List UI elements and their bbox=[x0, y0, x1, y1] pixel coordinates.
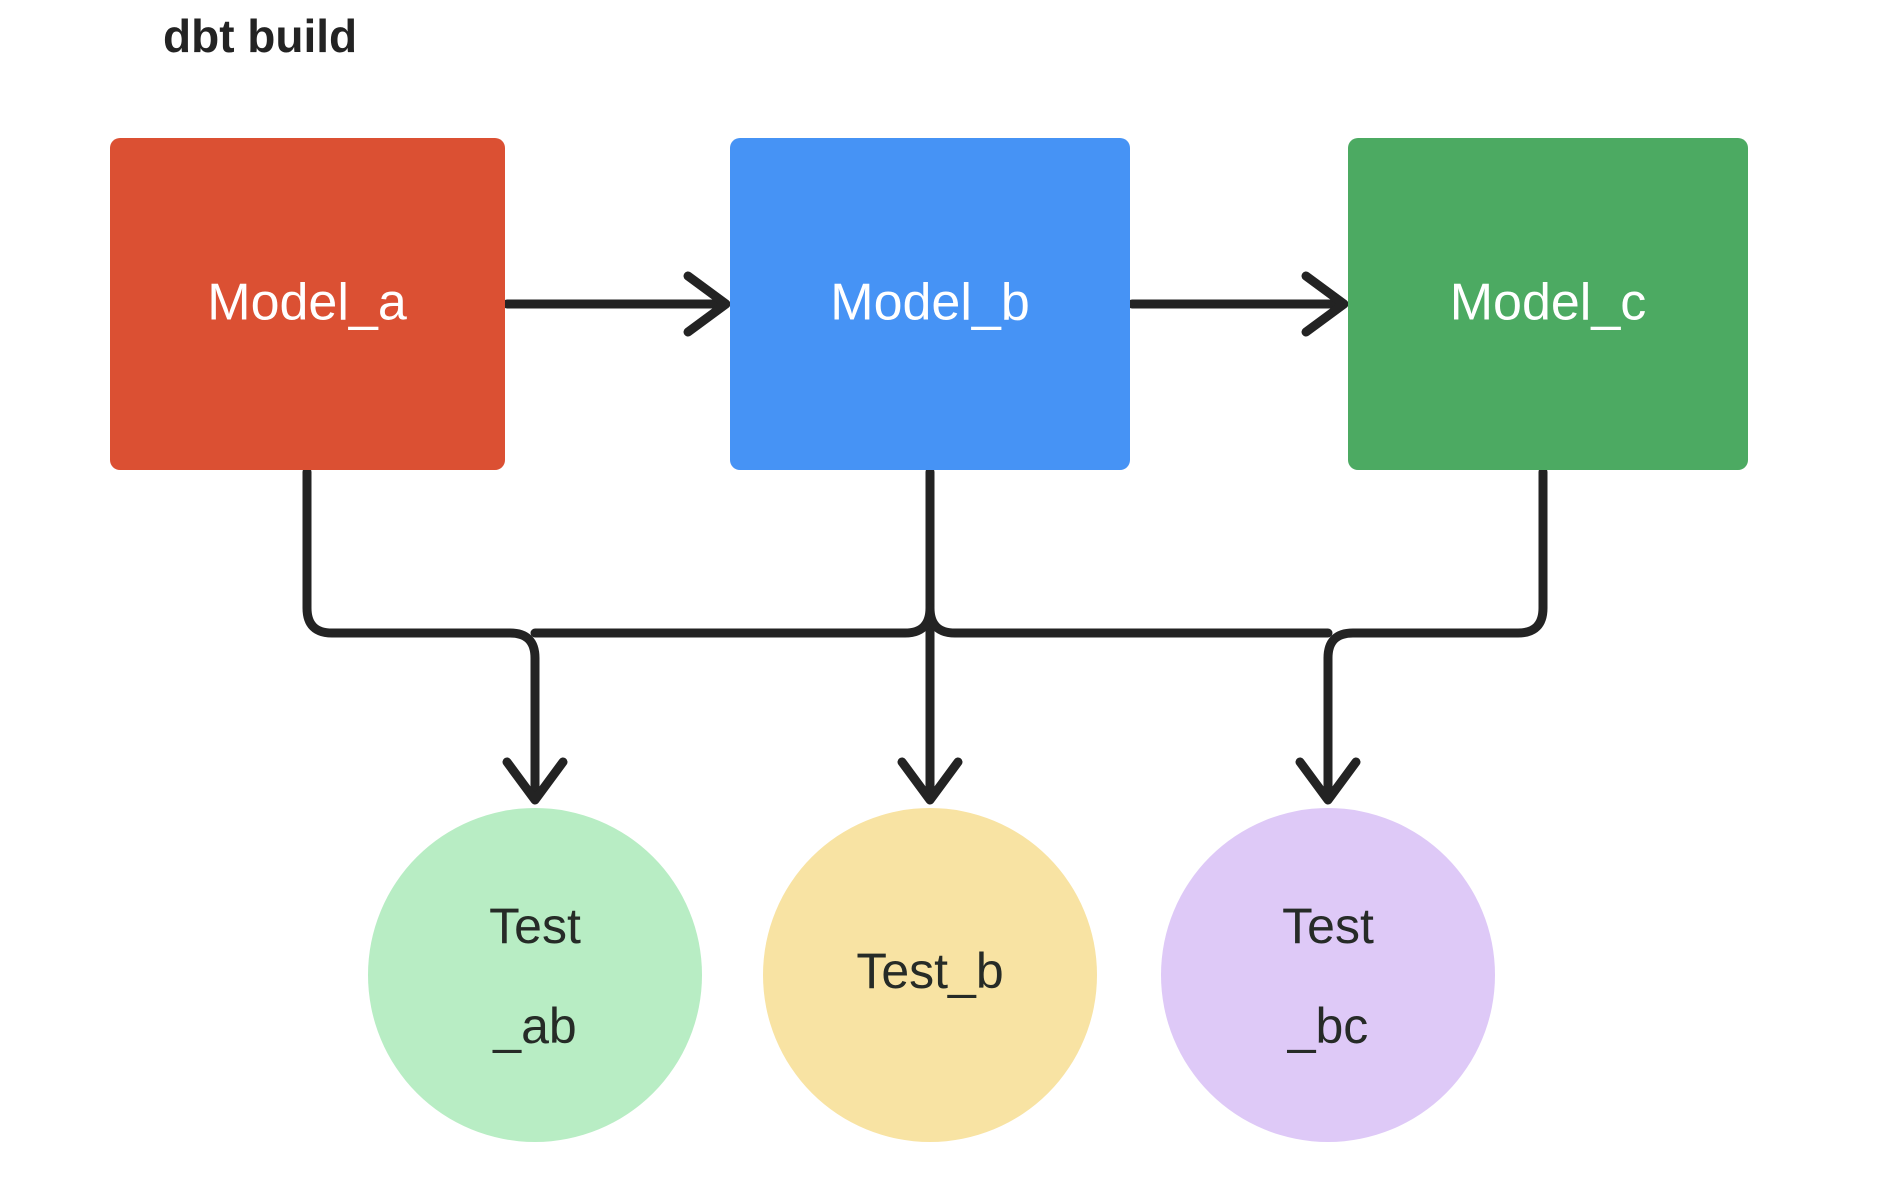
bus-left bbox=[530, 603, 935, 638]
node-test-ab[interactable]: Test _ab bbox=[368, 808, 702, 1142]
node-model-c-shape[interactable] bbox=[1348, 138, 1748, 470]
node-test-bc-label-line1: Test bbox=[1282, 898, 1374, 954]
edge-model-b-to-model-c bbox=[1127, 271, 1349, 337]
arrowhead-icon bbox=[683, 271, 731, 337]
node-test-bc[interactable]: Test _bc bbox=[1161, 808, 1495, 1142]
edge-model-b-to-test-b bbox=[897, 467, 963, 805]
node-test-bc-shape[interactable] bbox=[1161, 808, 1495, 1142]
node-test-b-shape[interactable] bbox=[763, 808, 1097, 1142]
node-model-b-label: Model_b bbox=[830, 274, 1029, 332]
node-model-b[interactable]: Model_b bbox=[730, 138, 1130, 470]
edge-model-a-to-test-ab bbox=[302, 467, 568, 805]
bus-right bbox=[925, 603, 1333, 638]
edge-model-a-to-model-b bbox=[502, 271, 731, 337]
node-model-a-shape[interactable] bbox=[110, 138, 505, 470]
test-node-layer: Test _ab Test_b Test _bc bbox=[368, 808, 1495, 1142]
model-node-layer: Model_a Model_b Model_c bbox=[110, 138, 1748, 470]
node-test-b[interactable]: Test_b bbox=[763, 808, 1097, 1142]
node-test-ab-label-line1: Test bbox=[489, 898, 581, 954]
arrowhead-icon bbox=[1295, 757, 1361, 805]
arrowhead-icon bbox=[1301, 271, 1349, 337]
node-test-b-label-line1: Test_b bbox=[856, 943, 1003, 999]
node-test-ab-label-line2: _ab bbox=[492, 998, 576, 1054]
node-model-a-label: Model_a bbox=[207, 274, 407, 332]
arrowhead-icon bbox=[897, 757, 963, 805]
arrowhead-icon bbox=[502, 757, 568, 805]
page-title: dbt build bbox=[163, 10, 357, 62]
edge-bus-connector bbox=[530, 603, 1333, 638]
node-test-bc-label-line2: _bc bbox=[1287, 998, 1369, 1054]
node-test-ab-shape[interactable] bbox=[368, 808, 702, 1142]
edge-layer bbox=[302, 271, 1548, 805]
node-model-c-label: Model_c bbox=[1450, 274, 1647, 332]
edge-line bbox=[1323, 467, 1548, 795]
node-model-c[interactable]: Model_c bbox=[1348, 138, 1748, 470]
node-model-a[interactable]: Model_a bbox=[110, 138, 505, 470]
node-model-b-shape[interactable] bbox=[730, 138, 1130, 470]
edge-model-c-to-test-bc bbox=[1295, 467, 1548, 805]
edge-line bbox=[302, 467, 540, 795]
